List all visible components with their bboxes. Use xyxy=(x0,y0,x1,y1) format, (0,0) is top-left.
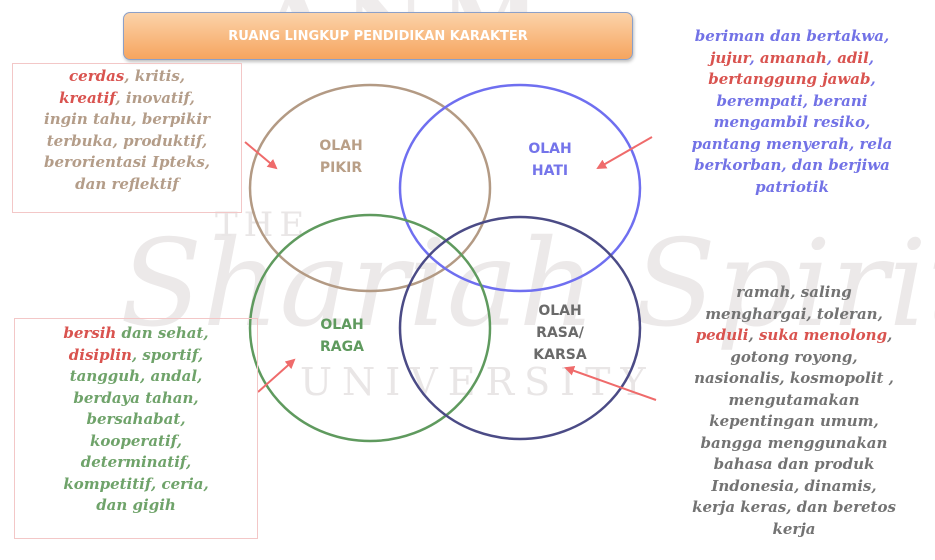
pikir-description: cerdas, kritis, kreatif, inovatif, ingin… xyxy=(12,63,242,213)
highlight-word: kreatif xyxy=(59,88,116,107)
label-line: OLAH xyxy=(538,303,582,319)
arrow-raga xyxy=(257,358,296,393)
text-fragment: , sportif, xyxy=(131,345,204,364)
text-line: jujur, amanah, adil, xyxy=(652,48,932,70)
text-line: berkorban, dan berjiwa xyxy=(694,156,890,174)
text-line: cerdas, kritis, xyxy=(13,66,241,88)
text-line: terbuka, produktif, xyxy=(46,131,208,150)
text-line: berorientasi Ipteks, xyxy=(43,153,211,171)
label-line: RAGA xyxy=(320,339,364,355)
highlight-word: jujur xyxy=(709,48,750,67)
text-line: dan reflektif xyxy=(75,174,179,193)
highlight-word: disiplin xyxy=(68,345,132,364)
arrow-pikir xyxy=(244,141,278,170)
text-line: peduli, suka menolong, xyxy=(655,325,933,347)
arrow-hati xyxy=(596,136,653,169)
label-olah-rasa: OLAH RASA/ KARSA xyxy=(515,300,605,366)
text-fragment: , xyxy=(749,48,760,67)
text-line: bersih dan sehat, xyxy=(15,323,257,345)
hati-description: beriman dan bertakwa, jujur, amanah, adi… xyxy=(652,26,932,198)
text-line: kompetitif, ceria, xyxy=(63,474,209,493)
highlight-word: adil xyxy=(837,48,869,67)
circle-olah-rasa xyxy=(398,215,642,441)
label-line: KARSA xyxy=(533,347,587,363)
text-line: bertanggung jawab, xyxy=(652,69,932,91)
label-line: RASA/ xyxy=(536,325,584,341)
text-line: mengambil resiko, xyxy=(713,113,871,131)
label-line: HATI xyxy=(531,163,569,179)
arrow-rasa xyxy=(564,365,657,401)
text-line: beriman dan bertakwa, xyxy=(694,27,890,45)
text-fragment: , inovatif, xyxy=(115,88,195,107)
text-line: dan gigih xyxy=(96,496,176,514)
text-fragment: , xyxy=(826,48,838,67)
text-line: gotong royong, xyxy=(730,347,858,366)
text-line: determinatif, xyxy=(80,453,192,471)
highlight-word: amanah xyxy=(759,48,827,67)
label-line: OLAH xyxy=(319,138,363,154)
text-line: bersahabat, xyxy=(86,410,186,428)
text-fragment: dan sehat, xyxy=(116,324,209,342)
label-olah-hati: OLAH HATI xyxy=(505,138,595,182)
text-line: kerja xyxy=(772,519,816,538)
label-line: OLAH xyxy=(528,141,572,157)
label-olah-pikir: OLAH PIKIR xyxy=(296,135,386,179)
circle-olah-hati xyxy=(398,83,642,293)
raga-description: bersih dan sehat, disiplin, sportif, tan… xyxy=(14,318,258,539)
text-line: menghargai, toleran, xyxy=(705,304,883,323)
text-line: kepentingan umum, xyxy=(709,412,879,430)
text-line: ramah, saling xyxy=(736,283,852,301)
circle-olah-raga xyxy=(248,213,492,443)
text-line: Indonesia, dinamis, xyxy=(711,476,877,495)
highlight-word: cerdas xyxy=(69,67,125,85)
title-text: RUANG LINGKUP PENDIDIKAN KARAKTER xyxy=(228,28,528,44)
label-line: OLAH xyxy=(320,317,364,333)
highlight-word: bertanggung jawab xyxy=(708,70,871,88)
text-line: kerja keras, dan beretos xyxy=(692,498,896,516)
text-fragment: , xyxy=(887,326,893,344)
text-line: tangguh, andal, xyxy=(69,367,203,385)
text-line: ingin tahu, berpikir xyxy=(44,110,210,128)
text-fragment: , xyxy=(748,326,759,344)
label-olah-raga: OLAH RAGA xyxy=(297,314,387,358)
text-line: bangga menggunakan xyxy=(700,433,888,452)
text-line: patriotik xyxy=(755,177,829,196)
label-line: PIKIR xyxy=(319,160,363,176)
text-line: disiplin, sportif, xyxy=(15,345,257,367)
text-line: kooperatif, xyxy=(89,431,183,450)
highlight-word: bersih xyxy=(63,324,117,342)
text-fragment: , xyxy=(868,48,875,67)
text-line: berempati, berani xyxy=(716,91,868,110)
text-line: kreatif, inovatif, xyxy=(13,88,241,110)
text-line: bahasa dan produk xyxy=(713,455,875,473)
text-line: pantang menyerah, rela xyxy=(691,134,893,153)
text-line: berdaya tahan, xyxy=(73,388,199,407)
text-fragment: , kritis, xyxy=(124,67,185,85)
title-banner: RUANG LINGKUP PENDIDIKAN KARAKTER xyxy=(123,12,633,60)
highlight-word: suka menolong xyxy=(758,326,888,344)
text-fragment: , xyxy=(870,70,876,88)
rasa-description: ramah, saling menghargai, toleran, pedul… xyxy=(655,282,933,540)
circle-olah-pikir xyxy=(248,83,492,293)
highlight-word: peduli xyxy=(695,326,749,344)
text-line: nasionalis, kosmopolit , xyxy=(694,369,894,387)
text-line: mengutamakan xyxy=(728,390,860,409)
